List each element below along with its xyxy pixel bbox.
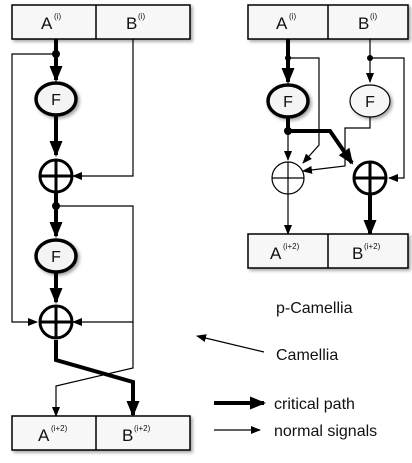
camellia-f-label-1: F (51, 92, 61, 109)
camellia-input-a-sup: (i) (54, 12, 61, 21)
p-camellia-f-label-left: F (283, 94, 293, 111)
p-camellia-output-register (247, 233, 409, 269)
p-camellia-output-b: B (352, 244, 363, 263)
p-camellia-branch-dot-f (284, 127, 292, 135)
camellia-label: Camellia (276, 347, 338, 364)
p-camellia-xor-right (352, 160, 388, 196)
camellia-f-label-2: F (51, 249, 61, 266)
p-camellia-diagram: A (i) B (i) (247, 4, 409, 269)
p-camellia-branch-dot-a (285, 55, 291, 61)
camellia-pointer-arrow (196, 334, 265, 353)
camellia-input-a: A (41, 14, 53, 33)
camellia-branch-dot-1 (52, 50, 60, 58)
p-camellia-xor-left (271, 161, 305, 195)
camellia-output-a-sup: (i+2) (51, 424, 68, 433)
camellia-input-register (11, 4, 191, 40)
camellia-xor-2 (38, 304, 74, 340)
p-camellia-normal-wires (284, 39, 405, 235)
camellia-output-b-sup: (i+2) (134, 424, 151, 433)
legend-critical-label: critical path (274, 396, 355, 413)
p-camellia-input-a: A (276, 14, 288, 33)
p-camellia-output-b-sup: (i+2) (364, 242, 381, 251)
camellia-f-node-2: F (34, 238, 78, 274)
p-camellia-branch-dot-b (367, 55, 373, 61)
p-camellia-label: p-Camellia (276, 300, 353, 317)
camellia-critical-path (49, 39, 140, 417)
camellia-output-register (11, 415, 191, 451)
p-camellia-f-node-right: F (349, 84, 391, 118)
camellia-xor-1 (38, 158, 74, 194)
p-camellia-input-a-sup: (i) (289, 12, 296, 21)
camellia-f-node-1: F (34, 81, 78, 117)
p-camellia-f-node-left: F (266, 83, 310, 119)
p-camellia-input-b-sup: (i) (370, 12, 377, 21)
camellia-normal-wires (11, 39, 134, 417)
legend-normal-label: normal signals (274, 423, 377, 440)
p-camellia-f-label-right: F (365, 94, 375, 111)
camellia-input-b: B (126, 14, 137, 33)
p-camellia-output-a-sup: (i+2) (283, 242, 300, 251)
camellia-output-a: A (38, 426, 50, 445)
p-camellia-critical-path (281, 39, 377, 236)
camellia-input-b-sup: (i) (138, 12, 145, 21)
p-camellia-output-a: A (270, 244, 282, 263)
p-camellia-input-b: B (358, 14, 369, 33)
camellia-branch-dot-2 (52, 202, 60, 210)
camellia-diagram: A (i) B (i) F (11, 4, 191, 451)
p-camellia-input-register (247, 4, 409, 40)
camellia-output-b: B (122, 426, 133, 445)
